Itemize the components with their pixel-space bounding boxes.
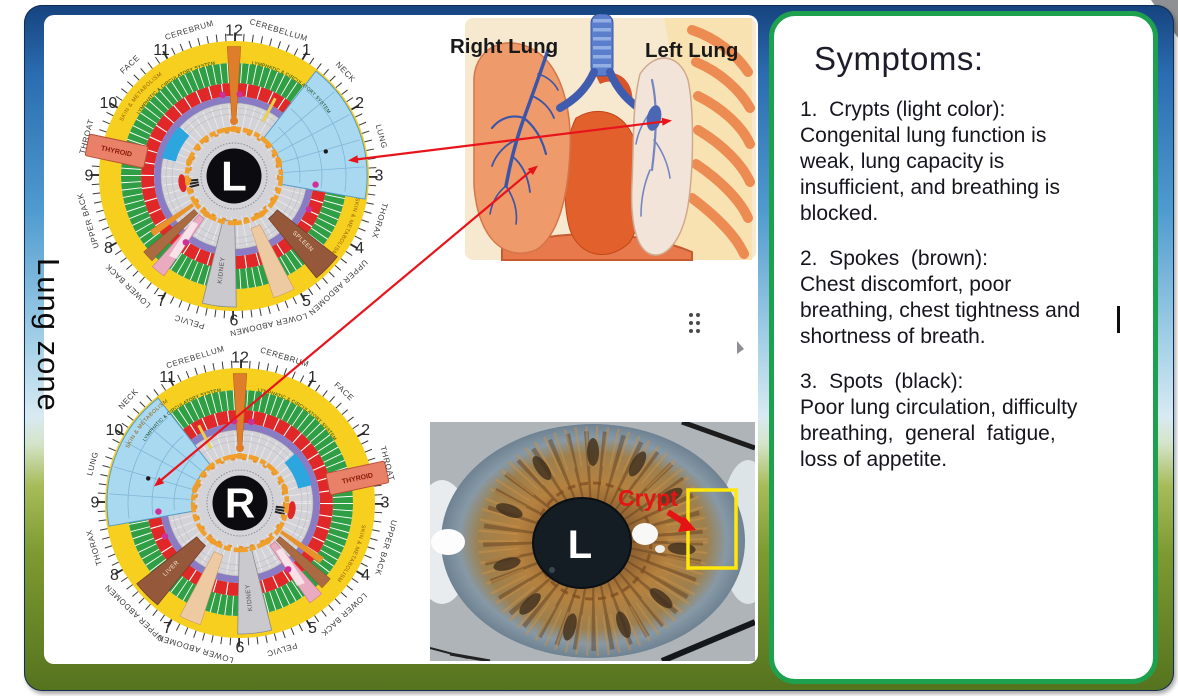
svg-text:1: 1 xyxy=(302,42,311,59)
eye-letter: L xyxy=(568,523,592,567)
svg-text:NECK: NECK xyxy=(117,387,140,411)
blue-ribbon xyxy=(162,126,190,162)
svg-text:11: 11 xyxy=(159,369,176,386)
svg-text:8: 8 xyxy=(104,240,113,257)
symptom-item-spots: 3. Spots (black): Poor lung circulation,… xyxy=(800,369,1133,473)
svg-text:4: 4 xyxy=(361,567,370,584)
svg-text:7: 7 xyxy=(163,620,172,637)
left-lung-label: Left Lung xyxy=(645,39,738,62)
pupil xyxy=(212,475,268,531)
svg-text:10: 10 xyxy=(106,422,124,439)
svg-text:UPPER BACK: UPPER BACK xyxy=(373,519,398,577)
svg-text:12: 12 xyxy=(231,350,249,367)
svg-text:1: 1 xyxy=(308,369,317,386)
svg-text:PELVIC: PELVIC xyxy=(266,641,299,658)
svg-text:9: 9 xyxy=(91,495,100,512)
lung-zone-highlight xyxy=(106,397,212,527)
svg-text:CEREBELLUM: CEREBELLUM xyxy=(249,17,309,43)
instrument-wire xyxy=(681,422,755,451)
iridology-chart-right-eye: R THYROID KIDNEY LIVER SKIN & METABOLISM… xyxy=(84,344,398,663)
svg-text:2: 2 xyxy=(355,95,364,112)
svg-text:CEREBRUM: CEREBRUM xyxy=(259,346,310,369)
pointer-artifact-icon xyxy=(737,341,744,354)
page-title: Lung zone xyxy=(31,258,66,412)
symptom-title: 2. Spokes (brown): xyxy=(800,247,988,270)
svg-text:FACE: FACE xyxy=(332,380,355,402)
svg-text:9: 9 xyxy=(85,168,94,185)
symptom-body: Congenital lung function is weak, lung c… xyxy=(800,124,1060,225)
symptom-body: Poor lung circulation, difficulty breath… xyxy=(800,396,1078,471)
svg-text:5: 5 xyxy=(302,293,311,310)
iridology-chart-left-eye: L THYROID KIDNEY SPLEEN SKIN & METABOLIS… xyxy=(75,17,389,336)
orange-wedge xyxy=(279,530,324,564)
svg-text:LUNG: LUNG xyxy=(374,123,389,149)
symptom-body: Chest discomfort, poor breathing, chest … xyxy=(800,273,1081,348)
svg-text:2: 2 xyxy=(361,422,370,439)
svg-text:4: 4 xyxy=(355,240,364,257)
symptoms-panel: Symptoms: 1. Crypts (light color): Conge… xyxy=(769,11,1158,684)
lung-zone-spot xyxy=(146,476,151,481)
svg-text:8: 8 xyxy=(110,567,119,584)
svg-text:THORAX: THORAX xyxy=(370,202,389,240)
svg-text:LUNG: LUNG xyxy=(85,450,100,476)
glare-spot xyxy=(632,523,658,545)
symptom-item-spokes: 2. Spokes (brown): Chest discomfort, poo… xyxy=(800,246,1133,350)
feather-streak xyxy=(276,548,305,586)
svg-text:UPPER BACK: UPPER BACK xyxy=(75,192,100,250)
svg-text:LOWER ABDOMEN: LOWER ABDOMEN xyxy=(156,633,235,663)
red-blob xyxy=(287,501,296,520)
svg-text:10: 10 xyxy=(100,95,118,112)
eye-letter: R xyxy=(225,480,255,527)
pupil xyxy=(532,497,632,589)
svg-text:3: 3 xyxy=(375,168,384,185)
left-lung-shape xyxy=(630,57,694,256)
text-cursor-icon xyxy=(1117,306,1120,333)
crypt-arrow xyxy=(666,509,696,532)
svg-text:PELVIC: PELVIC xyxy=(173,313,206,331)
iris-photo: L Crypt xyxy=(430,422,755,661)
lung-zone-spot xyxy=(323,149,328,154)
svg-text:7: 7 xyxy=(157,293,166,310)
instrument-wire xyxy=(660,619,755,661)
svg-text:3: 3 xyxy=(381,495,390,512)
crypt-label: Crypt xyxy=(618,485,678,511)
svg-text:11: 11 xyxy=(153,42,170,59)
clock-ticks xyxy=(96,359,384,647)
glare-spot xyxy=(431,529,465,555)
iris-crypts xyxy=(493,438,696,641)
liver-wedge xyxy=(136,536,206,606)
thyroid-box: THYROID xyxy=(84,133,149,169)
eye-letter: L xyxy=(221,153,247,200)
symptom-title: 3. Spots (black): xyxy=(800,370,964,393)
right-lung-label: Right Lung xyxy=(450,35,558,58)
yellow-slash xyxy=(261,97,277,123)
svg-text:12: 12 xyxy=(225,23,243,40)
organ-wedges xyxy=(136,373,331,635)
kidney-label: KIDNEY xyxy=(244,583,254,611)
svg-text:NECK: NECK xyxy=(334,60,357,84)
svg-text:LOWER ABDOMEN: LOWER ABDOMEN xyxy=(229,311,308,336)
drag-handle-icon[interactable] xyxy=(686,310,702,336)
heart-mediastinum xyxy=(564,110,643,255)
lung-anatomy-image: Right Lung Left Lung xyxy=(450,14,756,261)
tan-wedge xyxy=(179,551,224,626)
spoke-marks xyxy=(274,505,286,516)
rib-cage xyxy=(687,25,755,259)
svg-text:6: 6 xyxy=(236,640,245,657)
brown-wedge xyxy=(275,536,331,589)
svg-text:5: 5 xyxy=(308,620,317,637)
svg-text:6: 6 xyxy=(230,313,239,330)
svg-text:THORAX: THORAX xyxy=(84,529,103,567)
svg-text:CEREBELLUM: CEREBELLUM xyxy=(165,344,225,370)
symptom-title: 1. Crypts (light color): xyxy=(800,98,1006,121)
symptoms-heading: Symptoms: xyxy=(814,40,984,77)
svg-text:FACE: FACE xyxy=(118,53,141,75)
symptom-item-crypts: 1. Crypts (light color): Congenital lung… xyxy=(800,97,1133,227)
right-lung-shape xyxy=(473,42,571,254)
